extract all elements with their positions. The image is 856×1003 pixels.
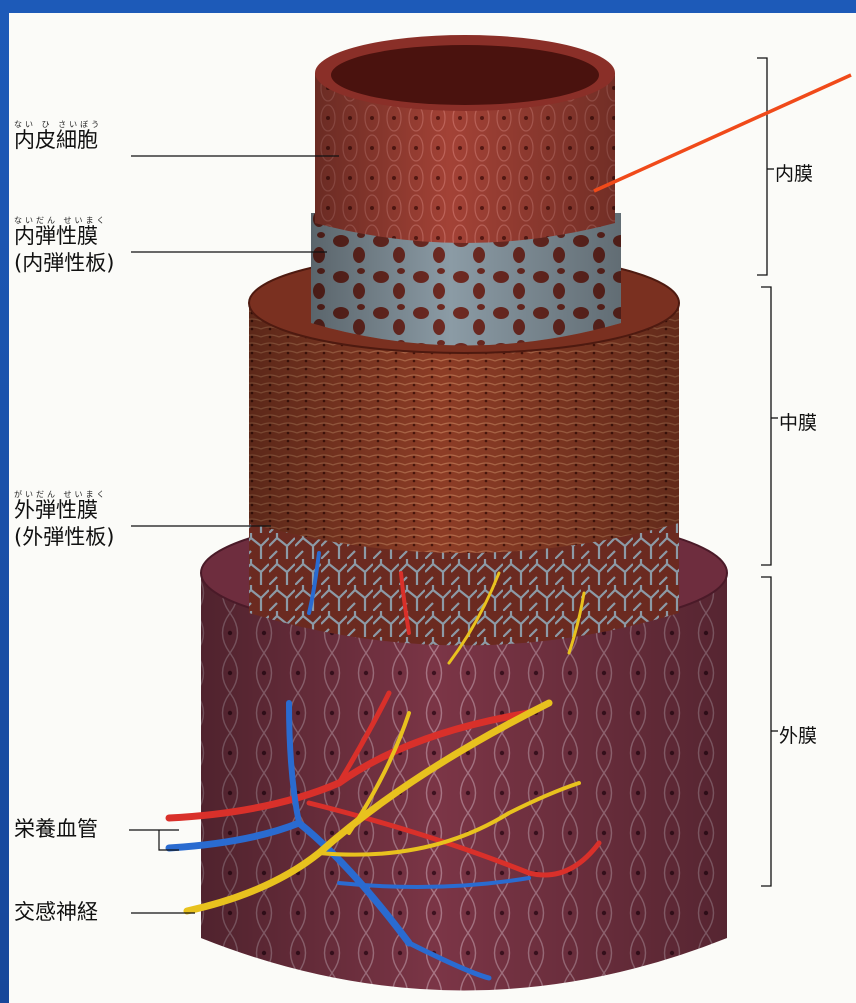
label-endothelial-cell: ない ひ さいぼう 内皮細胞: [14, 121, 102, 151]
label-media: 中膜: [779, 408, 817, 435]
blood-vessel-illustration: [9, 13, 856, 1003]
intima-layer: [315, 35, 615, 243]
label-adventitia: 外膜: [779, 721, 817, 748]
label-internal-elastic-membrane: ないだん せいまく 内弾性膜 (内弾性板): [14, 217, 114, 274]
label-intima: 内膜: [775, 159, 813, 186]
label-vasa-vasorum: 栄養血管: [14, 819, 98, 840]
label-external-elastic-membrane: がいだん せいまく 外弾性膜 (外弾性板): [14, 491, 114, 548]
diagram-canvas: ない ひ さいぼう 内皮細胞 ないだん せいまく 内弾性膜 (内弾性板) がいだ…: [9, 13, 856, 1003]
label-sympathetic-nerve: 交感神経: [14, 902, 98, 923]
